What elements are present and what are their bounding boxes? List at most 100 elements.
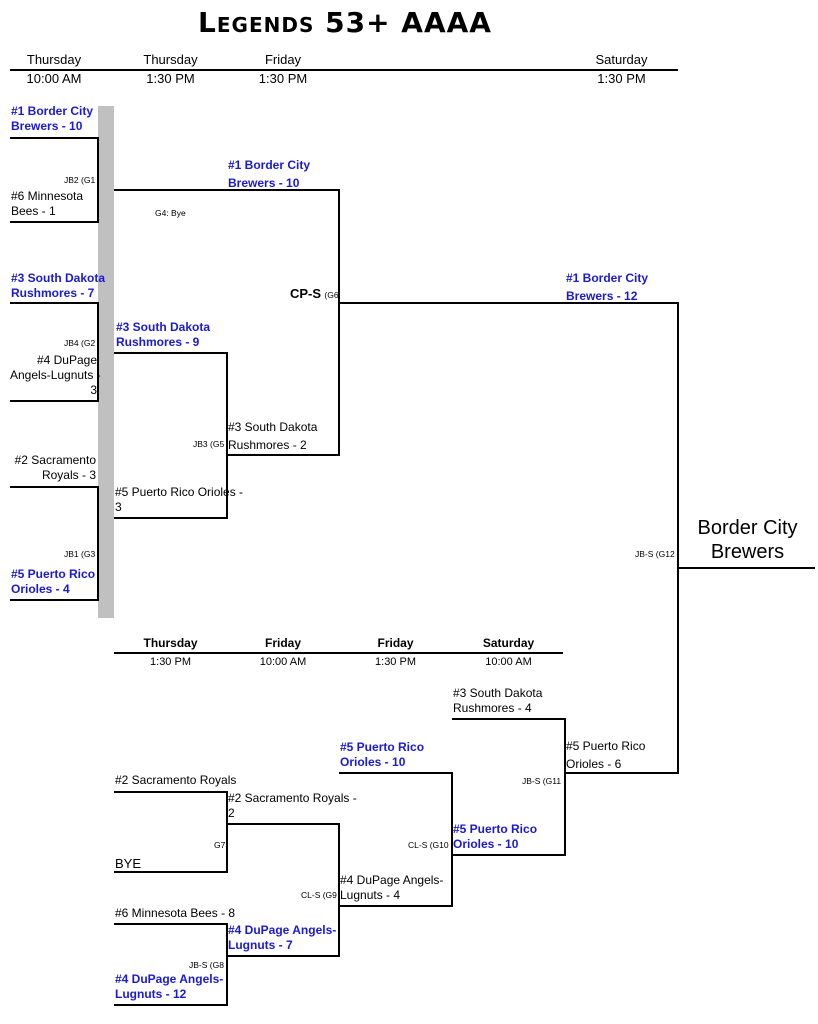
g3-bottom-team: #5 Puerto Rico Orioles - 4: [11, 567, 95, 597]
g11-top-team: #3 South Dakota Rushmores - 4: [453, 686, 542, 716]
team-line: Orioles - 10: [453, 837, 519, 851]
bottom-header-time-2: 10:00 AM: [259, 656, 307, 668]
team-line: Lugnuts - 7: [228, 938, 293, 952]
team-line: #4 DuPage Angels-: [228, 923, 337, 937]
g5-top-team: #3 South Dakota Rushmores - 9: [116, 320, 210, 350]
team-line: #3 South Dakota: [116, 320, 211, 334]
team-line: Rushmores - 4: [453, 701, 532, 715]
g3-bracket: [10, 486, 99, 601]
g1-bracket: [10, 137, 99, 223]
g7-winner: #2 Sacramento Royals - 2: [228, 791, 357, 821]
g2-top-team: #3 South Dakota Rushmores - 7: [11, 271, 105, 301]
g8-bracket: [114, 923, 228, 1006]
team-line: #5 Puerto Rico: [340, 740, 425, 754]
bottom-header-day-3: Friday: [377, 636, 414, 650]
team-line: #2 Sacramento: [14, 453, 96, 467]
g1-bottom-team: #6 Minnesota Bees - 1: [11, 189, 83, 219]
g2-bottom-team: #4 DuPage Angels-Lugnuts - 3: [10, 353, 101, 398]
g6-code: (G6: [324, 290, 339, 300]
team-line: Rushmores - 7: [11, 286, 95, 300]
team-line: #4 DuPage: [36, 353, 97, 367]
g10-top-team: #5 Puerto Rico Orioles - 10: [340, 740, 424, 770]
team-line: #4 DuPage Angels-: [115, 972, 224, 986]
round1-shade: [98, 106, 114, 618]
g8-winner: #4 DuPage Angels- Lugnuts - 7: [228, 923, 336, 953]
team-line: 3: [115, 500, 122, 514]
g8-top-team: #6 Minnesota Bees - 8: [115, 906, 236, 920]
header-day-2: Thursday: [143, 52, 198, 67]
g4-winner: #1 Border City Brewers - 10: [228, 156, 310, 192]
team-line: #5 Puerto Rico: [566, 739, 646, 753]
header-time-4: 1:30 PM: [597, 71, 646, 86]
team-line: #5 Puerto Rico: [11, 567, 96, 581]
g8-label: JB-S (G8: [189, 960, 224, 970]
header-time-2: 1:30 PM: [146, 71, 195, 86]
team-line: #5 Puerto Rico Orioles -: [115, 485, 244, 499]
team-line: Brewers - 10: [228, 176, 300, 190]
g10-bracket: [339, 772, 453, 907]
team-line: Brewers - 12: [566, 289, 638, 303]
header-day-1: Thursday: [26, 52, 82, 67]
team-line: Orioles - 6: [566, 757, 622, 771]
g5-bracket: [114, 352, 228, 519]
team-line: #3 South Dakota: [453, 686, 543, 700]
g8-bottom-team: #4 DuPage Angels- Lugnuts - 12: [115, 972, 223, 1002]
g10-label: CL-S (G10: [408, 840, 449, 850]
g1-top-team: #1 Border City Brewers - 10: [11, 104, 93, 134]
team-line: #5 Puerto Rico: [453, 822, 538, 836]
header-time-1: 10:00 AM: [26, 71, 82, 86]
bottom-header-time-1: 1:30 PM: [150, 656, 191, 668]
team-line: Rushmores - 2: [228, 438, 307, 452]
g12-label: JB-S (G12: [635, 549, 675, 559]
team-line: Royals - 3: [41, 468, 96, 482]
team-line: #1 Border City: [11, 104, 94, 118]
g2-label: JB4 (G2: [64, 338, 96, 348]
bottom-header-day-1: Thursday: [143, 636, 198, 650]
header-day-4: Saturday: [595, 52, 648, 67]
g7-top-team: #2 Sacramento Royals: [115, 773, 237, 787]
page-title: Legends 53+ AAAA: [198, 6, 492, 39]
team-line: Orioles - 10: [340, 755, 406, 769]
bottom-header-day-4: Saturday: [482, 636, 535, 650]
champion-name: Border City Brewers: [680, 516, 815, 564]
team-line: Brewers - 10: [11, 119, 83, 133]
g5-label: JB3 (G5: [193, 439, 225, 449]
g4-label: G4: Bye: [155, 208, 186, 218]
team-line: 3: [90, 383, 97, 397]
g7-bottom-team: BYE: [115, 856, 142, 871]
g6-bracket: [114, 189, 340, 456]
bottom-header-day-2: Friday: [264, 636, 301, 650]
g9-winner: #4 DuPage Angels- Lugnuts - 4: [340, 873, 443, 903]
g2-bracket: [10, 302, 99, 402]
g10-winner: #5 Puerto Rico Orioles - 10: [453, 822, 537, 852]
team-line: Bees - 1: [11, 204, 56, 218]
bottom-header-time-3: 1:30 PM: [375, 656, 416, 668]
g6-winner: #1 Border City Brewers - 12: [566, 269, 648, 305]
g9-label: CL-S (G9: [301, 890, 337, 900]
g11-winner: #5 Puerto Rico Orioles - 6: [566, 737, 645, 773]
g7-label: G7: [214, 840, 226, 850]
champion-line-2: Brewers: [710, 541, 785, 563]
g6-venue: CP-S: [290, 286, 322, 301]
team-line: Angels-Lugnuts -: [10, 368, 101, 382]
g9-bracket: [227, 823, 340, 957]
header-day-3: Friday: [264, 52, 302, 67]
team-line: #1 Border City: [228, 158, 311, 172]
bottom-header-time-4: 10:00 AM: [485, 656, 532, 668]
header-time-3: 1:30 PM: [258, 71, 308, 86]
team-line: #4 DuPage Angels-: [340, 873, 444, 887]
g5-bottom-team: #5 Puerto Rico Orioles - 3: [115, 485, 243, 515]
g12-bracket: [565, 302, 679, 774]
g1-label: JB2 (G1: [64, 175, 96, 185]
team-line: #1 Border City: [566, 271, 649, 285]
g6-label: CP-S (G6: [290, 286, 339, 303]
team-line: Rushmores - 9: [116, 335, 200, 349]
g11-bracket: [452, 718, 566, 856]
team-line: #3 South Dakota: [11, 271, 106, 285]
team-line: #3 South Dakota: [228, 420, 318, 434]
g11-label: JB-S (G11: [522, 776, 562, 786]
g7-bracket: [114, 791, 228, 873]
team-line: Lugnuts - 4: [340, 888, 401, 902]
team-line: #2 Sacramento Royals -: [228, 791, 357, 805]
